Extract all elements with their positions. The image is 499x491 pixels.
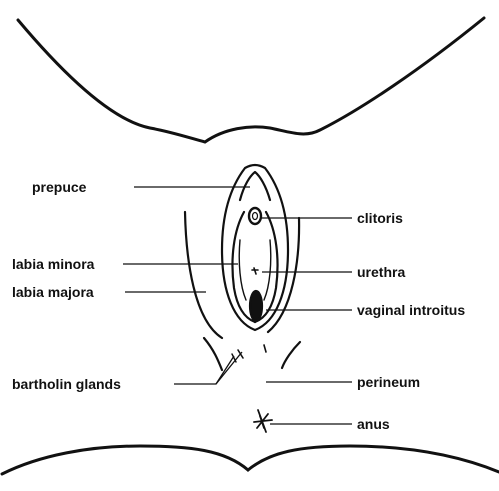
label-urethra: urethra bbox=[357, 264, 405, 280]
label-bartholin-glands: bartholin glands bbox=[12, 376, 121, 392]
clitoris-glans-inner bbox=[253, 213, 258, 220]
inner-crease-left bbox=[239, 240, 246, 300]
leader-bartholin-glands bbox=[174, 352, 242, 384]
prepuce-hood bbox=[240, 172, 270, 200]
label-prepuce: prepuce bbox=[32, 179, 87, 195]
lower-buttock-curve bbox=[2, 446, 499, 474]
inner-crease-right bbox=[264, 240, 271, 300]
leader-lines bbox=[123, 187, 352, 424]
label-vaginal-introitus: vaginal introitus bbox=[357, 302, 465, 318]
anus-mark bbox=[254, 410, 272, 432]
urethra-opening bbox=[252, 268, 258, 274]
vaginal-introitus-opening bbox=[250, 291, 262, 321]
label-perineum: perineum bbox=[357, 374, 420, 390]
upper-thigh-curve bbox=[18, 18, 484, 142]
right-inner-thigh-line bbox=[282, 342, 300, 368]
vulva-drawing bbox=[185, 165, 300, 432]
label-labia-majora: labia majora bbox=[12, 284, 94, 300]
clitoris-glans bbox=[249, 208, 261, 224]
body-outline bbox=[2, 18, 499, 474]
labia-majora-left-fold bbox=[185, 212, 222, 338]
left-inner-thigh-line bbox=[204, 338, 222, 370]
label-clitoris: clitoris bbox=[357, 210, 403, 226]
label-labia-minora: labia minora bbox=[12, 256, 95, 272]
perineum-mark-right bbox=[264, 345, 266, 352]
label-anus: anus bbox=[357, 416, 390, 432]
